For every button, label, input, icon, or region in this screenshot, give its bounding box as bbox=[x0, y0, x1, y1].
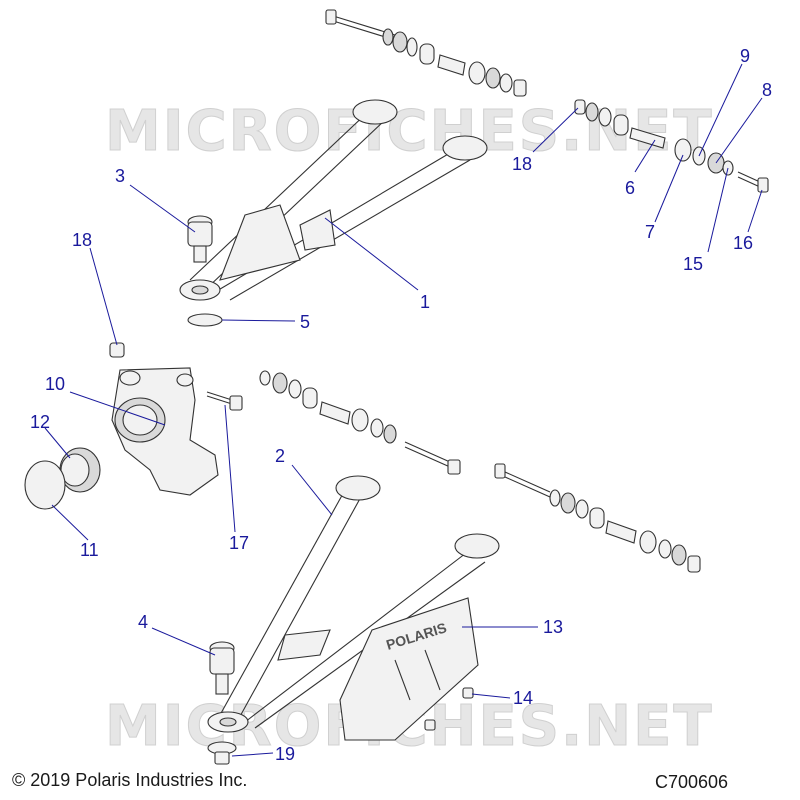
copyright-notice: © 2019 Polaris Industries Inc. bbox=[12, 770, 248, 790]
figure-id: C700606 bbox=[655, 772, 729, 792]
callout-15: 15 bbox=[683, 254, 703, 274]
watermark-top: MICROFICHES.NET bbox=[105, 99, 714, 164]
snap-ring-upper bbox=[187, 313, 223, 327]
callout-7: 7 bbox=[645, 222, 655, 242]
callout-18-left: 18 bbox=[72, 230, 92, 250]
leader-lines bbox=[44, 63, 763, 757]
skid-screw-1 bbox=[462, 687, 474, 699]
callout-11: 11 bbox=[80, 540, 99, 560]
callout-labels: 1 2 3 4 5 6 7 8 9 10 11 12 13 14 15 16 1… bbox=[30, 46, 772, 764]
callout-5: 5 bbox=[300, 312, 310, 332]
upper-rear-pivot-hardware bbox=[574, 99, 769, 193]
callout-18-right: 18 bbox=[512, 154, 532, 174]
callout-3: 3 bbox=[115, 166, 125, 186]
callout-10: 10 bbox=[45, 374, 65, 394]
callout-16: 16 bbox=[733, 233, 753, 253]
callout-14: 14 bbox=[513, 688, 533, 708]
nut-left bbox=[109, 342, 125, 358]
nut-lower bbox=[214, 751, 230, 765]
callout-8: 8 bbox=[762, 80, 772, 100]
callout-13: 13 bbox=[543, 617, 563, 637]
skid-plate: POLARIS bbox=[339, 597, 479, 741]
callout-12: 12 bbox=[30, 412, 50, 432]
wheel-bearing bbox=[59, 447, 101, 493]
lower-rear-pivot-hardware bbox=[494, 463, 701, 573]
upper-ball-joint bbox=[187, 215, 213, 263]
callout-6: 6 bbox=[625, 178, 635, 198]
upper-front-pivot-hardware bbox=[325, 9, 527, 97]
callout-4: 4 bbox=[138, 612, 148, 632]
callout-17: 17 bbox=[229, 533, 249, 553]
callout-19: 19 bbox=[275, 744, 295, 764]
knuckle bbox=[111, 367, 219, 496]
callout-2: 2 bbox=[275, 446, 285, 466]
upper-a-arm bbox=[179, 99, 488, 301]
callout-9: 9 bbox=[740, 46, 750, 66]
retaining-ring bbox=[24, 460, 66, 510]
knuckle-bolt bbox=[206, 391, 243, 411]
callout-1: 1 bbox=[420, 292, 430, 312]
lower-ball-joint bbox=[209, 641, 235, 695]
lower-front-pivot-hardware bbox=[259, 370, 461, 475]
skid-screw-2 bbox=[424, 719, 436, 731]
